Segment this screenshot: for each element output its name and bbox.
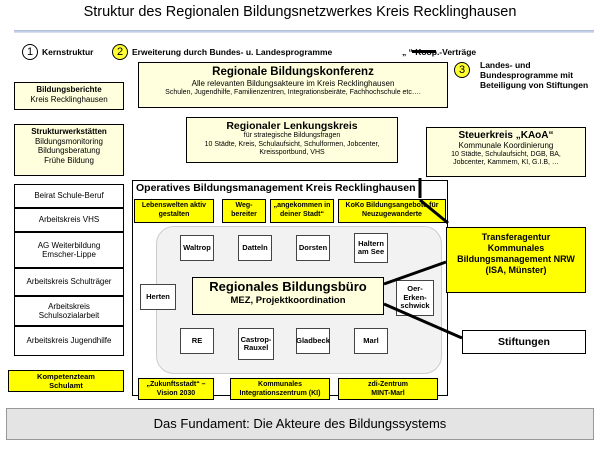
steuerkreis-line: 10 Städte, Schulaufsicht, DGB, BA, bbox=[451, 150, 561, 158]
koop-line-steuerkreis bbox=[419, 198, 449, 225]
bildungskonferenz-members: Schulen, Jugendhilfe, Familienzentren, I… bbox=[165, 88, 421, 96]
transferagentur-box: Transferagentur Kommunales Bildungsmanag… bbox=[446, 227, 586, 293]
steuerkreis-box: Steuerkreis „KAoA“ Kommunale Koordinieru… bbox=[426, 127, 586, 177]
programm-integrationszentrum: Kommunales Integrationszentrum (KI) bbox=[230, 378, 330, 400]
legend-label-landesprogramme: Landes- und Bundesprogramme mit Beteilig… bbox=[480, 60, 589, 90]
koop-line-transfer bbox=[383, 260, 447, 286]
legend-number-3: 3 bbox=[454, 62, 470, 78]
stiftungen-box: Stiftungen bbox=[462, 330, 586, 354]
bildungskonferenz-sub: Alle relevanten Bildungsakteure im Kreis… bbox=[191, 79, 395, 88]
arbeitskreis-item: Arbeitskreis VHS bbox=[14, 208, 124, 232]
programm-lebenswelten: Lebenswelten aktiv gestalten bbox=[134, 199, 214, 223]
bildungskonferenz-title: Regionale Bildungskonferenz bbox=[212, 66, 374, 78]
stadt-oer-erkenschwick: Oer-Erken-schwick bbox=[396, 280, 434, 316]
strukturwerkstaetten-item: Frühe Bildung bbox=[44, 155, 94, 165]
stadt-gladbeck: Gladbeck bbox=[296, 328, 330, 354]
bildungsberichte-sub: Kreis Recklinghausen bbox=[30, 94, 108, 104]
bildungsbuero-sub: MEZ, Projektkoordination bbox=[230, 295, 346, 306]
stadt-re: RE bbox=[180, 328, 214, 354]
bildungsberichte-box: Bildungsberichte Kreis Recklinghausen bbox=[14, 82, 124, 110]
legend-koop-line bbox=[412, 50, 436, 53]
operativ-title: Operatives Bildungsmanagement Kreis Reck… bbox=[136, 182, 416, 194]
bildungsbuero-box: Regionales Bildungsbüro MEZ, Projektkoor… bbox=[192, 277, 384, 315]
stadt-haltern: Haltern am See bbox=[354, 233, 388, 263]
arbeitskreis-item: Arbeitskreis Jugendhilfe bbox=[14, 326, 124, 356]
stadt-marl: Marl bbox=[354, 328, 388, 354]
lenkungskreis-line: Kreissportbund, VHS bbox=[259, 149, 325, 156]
bildungsbuero-title: Regionales Bildungsbüro bbox=[209, 279, 367, 294]
arbeitskreis-item: AG Weiterbildung Emscher-Lippe bbox=[14, 232, 124, 268]
programm-zdi-zentrum: zdi-Zentrum MINT-Marl bbox=[338, 378, 438, 400]
title-underline bbox=[14, 30, 594, 33]
stadt-waltrop: Waltrop bbox=[180, 235, 214, 261]
strukturwerkstaetten-box: Strukturwerkstätten Bildungsmonitoring B… bbox=[14, 124, 124, 176]
stadt-datteln: Datteln bbox=[238, 235, 272, 261]
programm-wegbereiter: Weg-bereiter bbox=[222, 199, 266, 223]
steuerkreis-title: Steuerkreis „KAoA“ bbox=[458, 130, 554, 141]
strukturwerkstaetten-title: Strukturwerkstätten bbox=[31, 127, 107, 136]
programm-koko: KoKo Bildungsangebote für Neuzugewandert… bbox=[338, 199, 446, 223]
stadt-herten: Herten bbox=[140, 284, 176, 310]
arbeitskreis-item: Beirat Schule-Beruf bbox=[14, 184, 124, 208]
lenkungskreis-box: Regionaler Lenkungskreis für strategisch… bbox=[186, 117, 398, 163]
strukturwerkstaetten-item: Bildungsberatung bbox=[37, 146, 101, 155]
legend-number-1: 1 bbox=[22, 44, 38, 60]
legend-number-2: 2 bbox=[112, 44, 128, 60]
lenkungskreis-title: Regionaler Lenkungskreis bbox=[226, 120, 358, 132]
lenkungskreis-line: 10 Städte, Kreis, Schulaufsicht, Schulfo… bbox=[204, 140, 380, 148]
koop-line-stiftungen bbox=[383, 302, 463, 340]
arbeitskreis-item: Arbeitskreis Schulträger bbox=[14, 268, 124, 296]
stadt-dorsten: Dorsten bbox=[296, 235, 330, 261]
kompetenzteam-box: Kompetenzteam Schulamt bbox=[8, 370, 124, 392]
steuerkreis-line: Jobcenter, Kammern, KI, G.I.B, … bbox=[453, 159, 559, 166]
lenkungskreis-line: für strategische Bildungsfragen bbox=[243, 132, 341, 139]
legend-label-koop: „ “ Koop.-Verträge bbox=[402, 47, 477, 57]
bildungsberichte-title: Bildungsberichte bbox=[36, 85, 102, 94]
steuerkreis-sub: Kommunale Koordinierung bbox=[458, 141, 554, 150]
bildungskonferenz-box: Regionale Bildungskonferenz Alle relevan… bbox=[138, 62, 448, 108]
arbeitskreis-item: Arbeitskreis Schulsozialarbeit bbox=[14, 296, 124, 326]
programm-zukunftsstadt: „Zukunftsstadt“ –Vision 2030 bbox=[138, 378, 214, 400]
strukturwerkstaetten-item: Bildungsmonitoring bbox=[34, 136, 104, 146]
stadt-castrop-rauxel: Castrop-Rauxel bbox=[238, 328, 274, 360]
programm-angekommen: „angekommen in deiner Stadt“ bbox=[270, 199, 334, 223]
page-title: Struktur des Regionalen Bildungsnetzwerk… bbox=[83, 4, 517, 20]
fundament-bar: Das Fundament: Die Akteure des Bildungss… bbox=[6, 408, 594, 440]
legend-label-kernstruktur: Kernstruktur bbox=[42, 47, 94, 57]
legend-label-erweiterung: Erweiterung durch Bundes- u. Landesprogr… bbox=[132, 47, 333, 57]
